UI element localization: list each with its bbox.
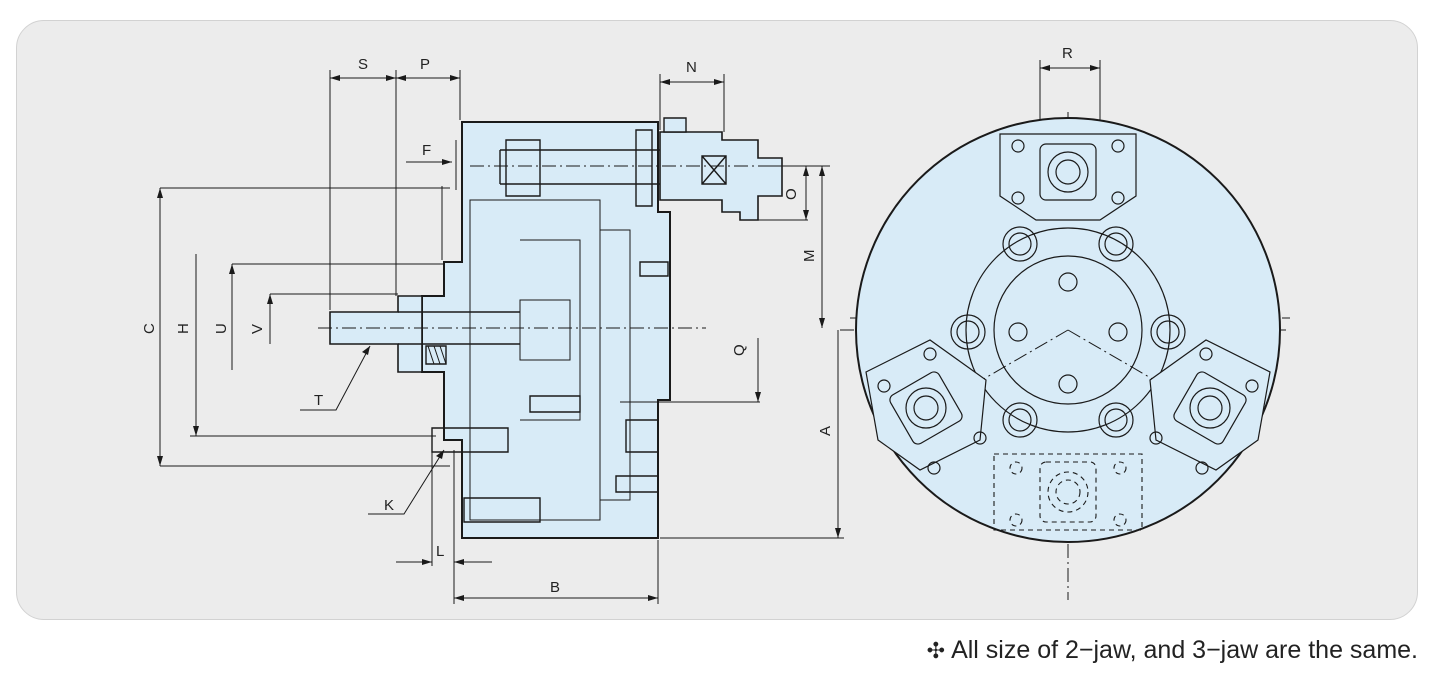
label-a: A	[817, 426, 834, 436]
label-p: P	[420, 56, 430, 73]
side-section-view	[329, 117, 783, 539]
dimension-lines	[159, 60, 1101, 604]
label-m: M	[801, 250, 818, 263]
arrowheads	[157, 65, 1100, 601]
footnote: ✣All size of 2−jaw, and 3−jaw are the sa…	[927, 636, 1418, 665]
label-b: B	[550, 579, 560, 596]
label-s: S	[358, 56, 368, 73]
label-r: R	[1062, 45, 1073, 62]
footnote-mark-icon: ✣	[926, 638, 946, 663]
label-k: K	[384, 497, 394, 514]
label-t: T	[314, 392, 323, 409]
label-q: Q	[731, 344, 748, 356]
label-c: C	[141, 323, 158, 334]
footnote-text: All size of 2−jaw, and 3−jaw are the sam…	[951, 636, 1418, 664]
label-f: F	[422, 142, 431, 159]
label-o: O	[783, 188, 800, 200]
label-u: U	[213, 323, 230, 334]
label-v: V	[249, 324, 266, 334]
front-view	[855, 117, 1281, 543]
label-n: N	[686, 59, 697, 76]
label-l: L	[436, 543, 444, 560]
label-h: H	[175, 323, 192, 334]
dimension-labels: S P N R F O M C H U V Q T A K L B	[141, 45, 1073, 596]
